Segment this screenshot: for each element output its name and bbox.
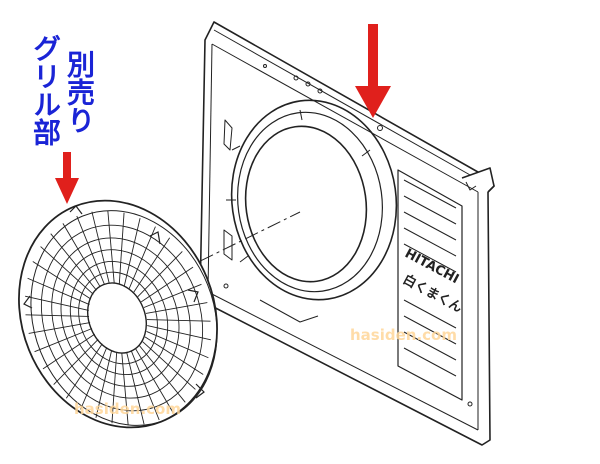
grille-spoke [25, 295, 89, 311]
grille-spoke [28, 322, 91, 334]
grille-spoke [40, 246, 94, 295]
arrow-down-icon [55, 152, 79, 204]
label-sold-separately: 別売り [63, 50, 96, 134]
grille-spoke [27, 277, 90, 305]
grille-spoke [65, 343, 103, 399]
grille-spoke [50, 233, 97, 291]
grille-spoke [135, 348, 174, 413]
grille-spoke [25, 314, 90, 317]
grille-spoke [131, 351, 160, 421]
center-axis-line [177, 211, 301, 273]
grille-spoke [42, 333, 96, 370]
grille-spoke [123, 218, 141, 286]
grille-spoke [34, 328, 93, 353]
arrow-down-icon [355, 24, 391, 118]
grille-spoke [146, 331, 209, 359]
grille-spoke [126, 352, 145, 425]
grille-spoke [53, 338, 99, 385]
grille-spoke [140, 266, 194, 303]
grille-spoke [139, 345, 186, 403]
grille-spoke [147, 325, 211, 341]
grille-spoke [107, 210, 115, 284]
label-grille-part: グリル部 [29, 34, 62, 146]
grille-spoke [143, 283, 202, 308]
grille-spoke [145, 302, 208, 314]
grille-spoke [121, 352, 129, 426]
grille-spoke [95, 350, 113, 418]
grille-spoke [144, 336, 204, 375]
grille-spoke [80, 347, 108, 410]
grille-spoke [118, 212, 125, 284]
grille-spoke [62, 223, 101, 288]
grille-spoke [111, 352, 118, 424]
grille-spoke [142, 341, 196, 390]
front-panel [199, 21, 495, 446]
grille-spoke [133, 237, 171, 293]
grille-spoke [32, 261, 92, 300]
watermark-right: hasiden.com [350, 326, 457, 344]
grille-spokes [25, 210, 211, 426]
grille-spoke [146, 319, 211, 322]
grille-spoke [91, 211, 110, 284]
grille-spoke [137, 251, 183, 298]
grille-spoke [76, 215, 105, 285]
grille-spoke [128, 226, 156, 289]
watermark-left: hasiden.com [74, 400, 181, 418]
